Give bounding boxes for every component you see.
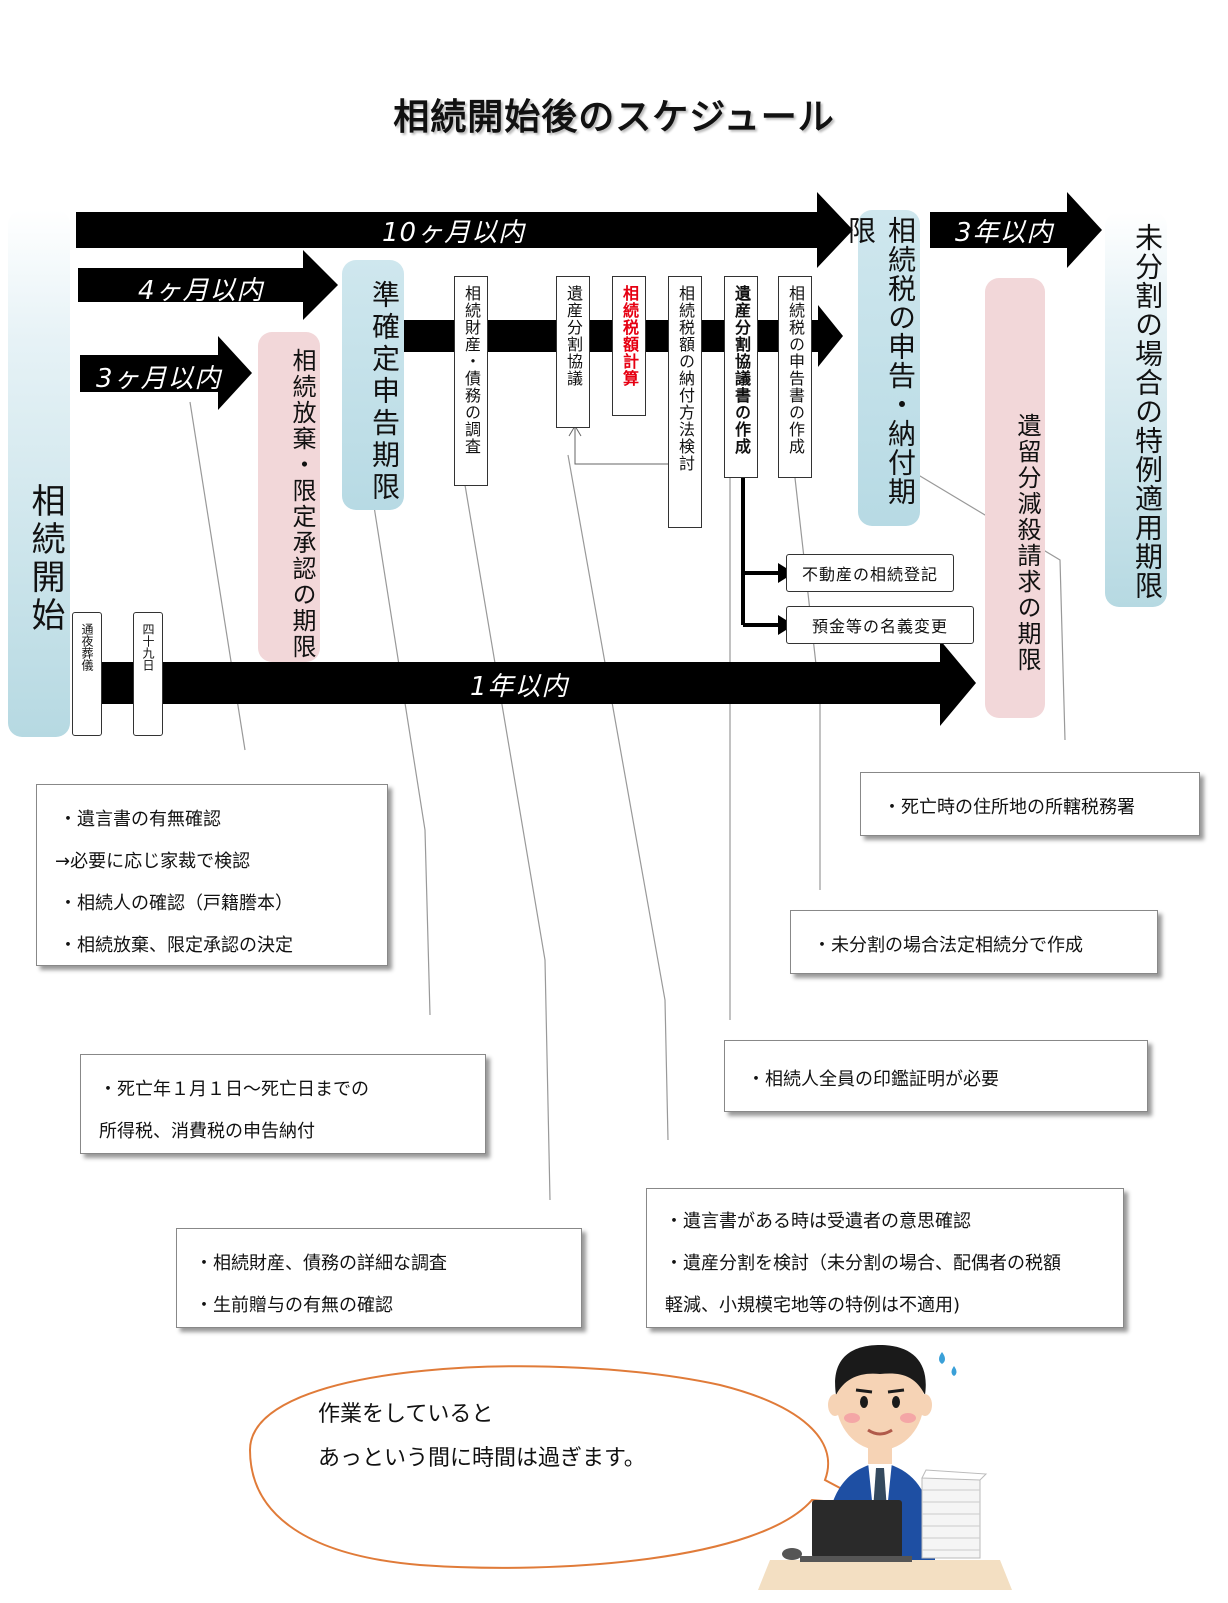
note-line: ・生前贈与の有無の確認 <box>195 1295 393 1316</box>
note-tax-office: ・死亡時の住所地の所轄税務署 <box>860 772 1200 836</box>
note-line: 軽減、小規模宅地等の特例は不適用) <box>665 1295 961 1316</box>
connector-tax-office <box>909 469 1066 741</box>
connector-income-tax <box>372 499 431 1016</box>
step-deposit-name-change: 預金等の名義変更 <box>786 606 974 644</box>
note-line: ・遺言書がある時は受遺者の意思確認 <box>665 1211 971 1232</box>
arrow-label-4-months: 4ヶ月以内 <box>138 276 264 306</box>
page-title: 相続開始後のスケジュール <box>393 96 835 138</box>
branch-arrows <box>741 478 782 627</box>
step-agreement-document: 遺産分割協議書の作成 <box>724 276 758 478</box>
note-will-check: ・遺言書の有無確認 →必要に応じ家裁で検認 ・相続人の確認（戸籍謄本） ・相続放… <box>36 784 388 966</box>
arrow-3-months <box>80 336 252 410</box>
note-asset-survey: ・相続財産、債務の詳細な調査 ・生前贈与の有無の確認 <box>176 1228 582 1328</box>
step-tax-calculation: 相続税額計算 <box>612 276 646 416</box>
arrow-label-1-year: 1年以内 <box>470 672 569 702</box>
note-line: ・相続放棄、限定承認の決定 <box>59 935 293 956</box>
step-asset-survey: 相続財産・債務の調査 <box>454 276 488 486</box>
note-income-tax: ・死亡年１月１日～死亡日までの 所得税、消費税の申告納付 <box>80 1054 486 1154</box>
arrow-label-10-months: 10ヶ月以内 <box>382 218 526 248</box>
arrow-label-3-years: 3年以内 <box>955 218 1054 248</box>
step-49th-day: 四十九日 <box>133 612 163 736</box>
pillar-forced-share-deadline: 遺留分減殺請求の期限 <box>985 278 1045 718</box>
pillar-undivided-special-deadline: 未分割の場合の特例適用期限 <box>1105 212 1167 607</box>
connector-survey <box>464 484 551 1201</box>
speech-bubble-text: 作業をしていると あっという間に時間は過ぎます。 <box>318 1393 646 1481</box>
note-line: →必要に応じ家裁で検認 <box>55 851 251 872</box>
note-line: ・未分割の場合法定相続分で作成 <box>813 935 1083 956</box>
note-line: ・死亡時の住所地の所轄税務署 <box>883 797 1135 818</box>
note-division-review: ・遺言書がある時は受遺者の意思確認 ・遺産分割を検討（未分割の場合、配偶者の税額… <box>646 1188 1124 1328</box>
note-line: 所得税、消費税の申告納付 <box>99 1121 315 1142</box>
arrow-label-3-months: 3ヶ月以内 <box>96 364 222 394</box>
note-line: ・遺言書の有無確認 <box>59 809 221 830</box>
feedback-arrow <box>568 425 672 465</box>
step-tax-return-document: 相続税の申告書の作成 <box>778 276 812 478</box>
speech-bubble-line: 作業をしていると <box>318 1402 494 1427</box>
note-line: ・死亡年１月１日～死亡日までの <box>99 1079 369 1100</box>
step-wake-funeral: 通夜葬儀 <box>72 612 102 736</box>
arrow-10-months <box>76 192 853 268</box>
pillar-quasi-return-deadline: 準確定申告期限 <box>342 260 404 510</box>
step-payment-method: 相続税額の納付方法検討 <box>668 276 702 528</box>
step-real-estate-registration: 不動産の相続登記 <box>786 554 954 592</box>
arrow-3-years <box>930 192 1102 268</box>
pillar-tax-filing-deadline: 相続税の申告・納付期限 <box>844 210 920 526</box>
speech-bubble-line: あっという間に時間は過ぎます。 <box>318 1446 646 1471</box>
note-line: ・相続財産、債務の詳細な調査 <box>195 1253 447 1274</box>
arrow-4-months <box>78 250 338 320</box>
connector-division <box>567 454 669 1141</box>
note-line: ・相続人の確認（戸籍謄本） <box>59 893 293 914</box>
pillar-inheritance-start: 相続開始 <box>8 210 70 737</box>
step-division-talk: 遺産分割協議 <box>556 276 590 428</box>
pillar-renunciation-deadline: 相続放棄・限定承認の期限 <box>258 332 320 662</box>
arrow-1-year <box>72 640 976 726</box>
note-line: ・相続人全員の印鑑証明が必要 <box>747 1069 999 1090</box>
note-legal-share: ・未分割の場合法定相続分で作成 <box>790 910 1158 974</box>
office-worker-illustration <box>758 1345 1012 1590</box>
note-seal-certificate: ・相続人全員の印鑑証明が必要 <box>724 1040 1148 1112</box>
note-line: ・遺産分割を検討（未分割の場合、配偶者の税額 <box>665 1253 1061 1274</box>
